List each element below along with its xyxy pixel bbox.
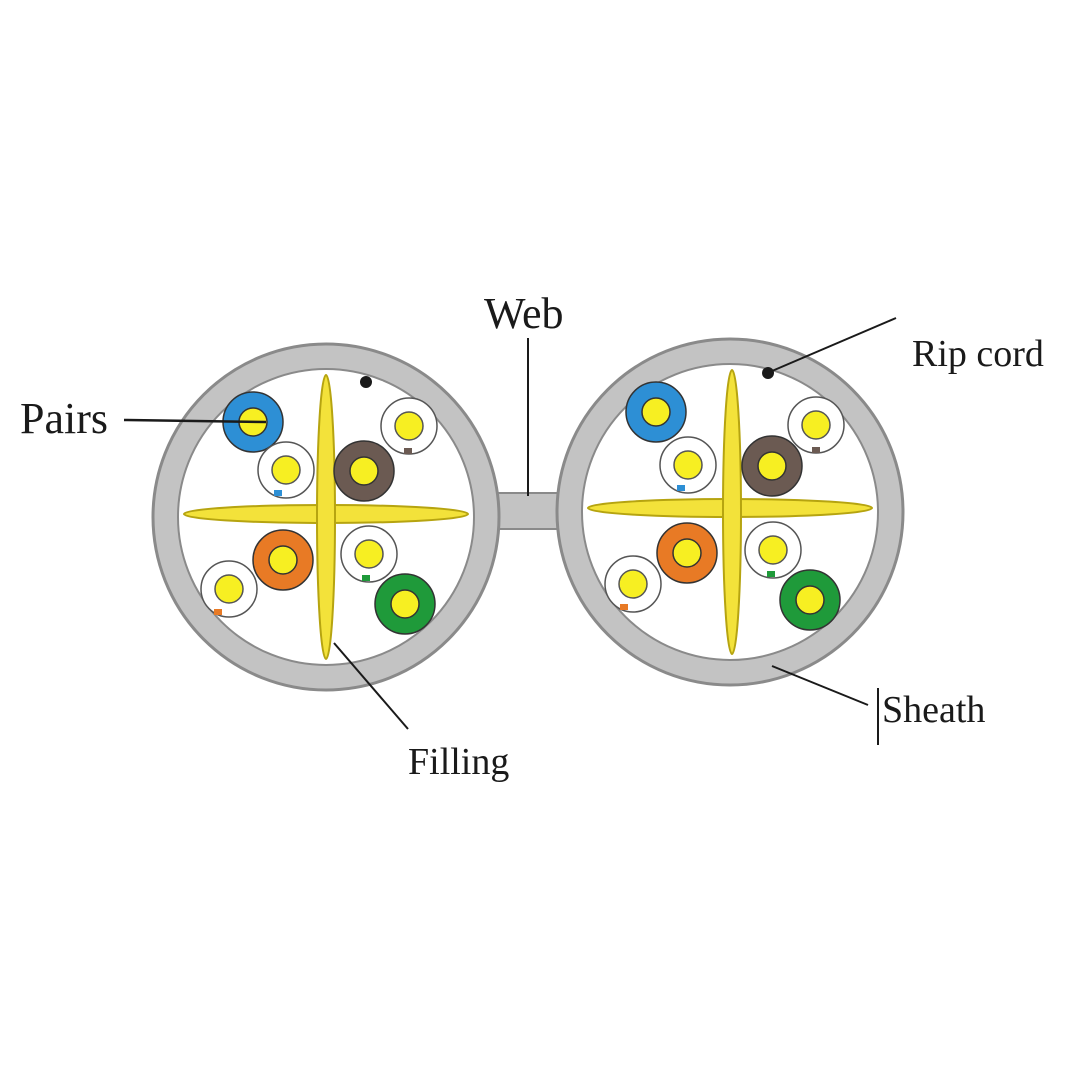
rip-cord-label: Rip cord <box>912 333 1044 375</box>
left-rip-cord <box>360 376 372 388</box>
right-cable <box>555 337 905 687</box>
filling-label: Filling <box>408 741 509 783</box>
right-pair-green-white <box>744 521 802 579</box>
pairs-label: Pairs <box>20 394 108 443</box>
left-pair-green <box>374 573 436 635</box>
right-pair-orange <box>656 522 718 584</box>
pairs-leader-line <box>123 418 267 424</box>
rip-cord-leader-line <box>771 317 897 372</box>
left-filling <box>183 374 469 660</box>
left-pair-orange <box>252 529 314 591</box>
right-pair-green <box>779 569 841 631</box>
left-pair-blue-white <box>257 441 315 499</box>
sheath-leader-line <box>771 665 869 706</box>
right-rip-cord <box>762 367 774 379</box>
right-pair-brown-white <box>787 396 845 454</box>
right-pair-brown <box>741 435 803 497</box>
left-pair-orange-white <box>200 560 258 618</box>
sheath-label: Sheath <box>882 689 985 731</box>
right-pair-blue-white <box>659 436 717 494</box>
left-pair-brown <box>333 440 395 502</box>
right-pair-orange-white <box>604 555 662 613</box>
filling-leader-line <box>333 642 409 730</box>
left-cable <box>151 342 501 692</box>
left-pair-brown-white <box>380 397 438 455</box>
right-filling <box>587 369 873 655</box>
web <box>489 492 561 530</box>
left-pair-green-white <box>340 525 398 583</box>
right-pair-blue <box>625 381 687 443</box>
web-label: Web <box>484 289 564 338</box>
